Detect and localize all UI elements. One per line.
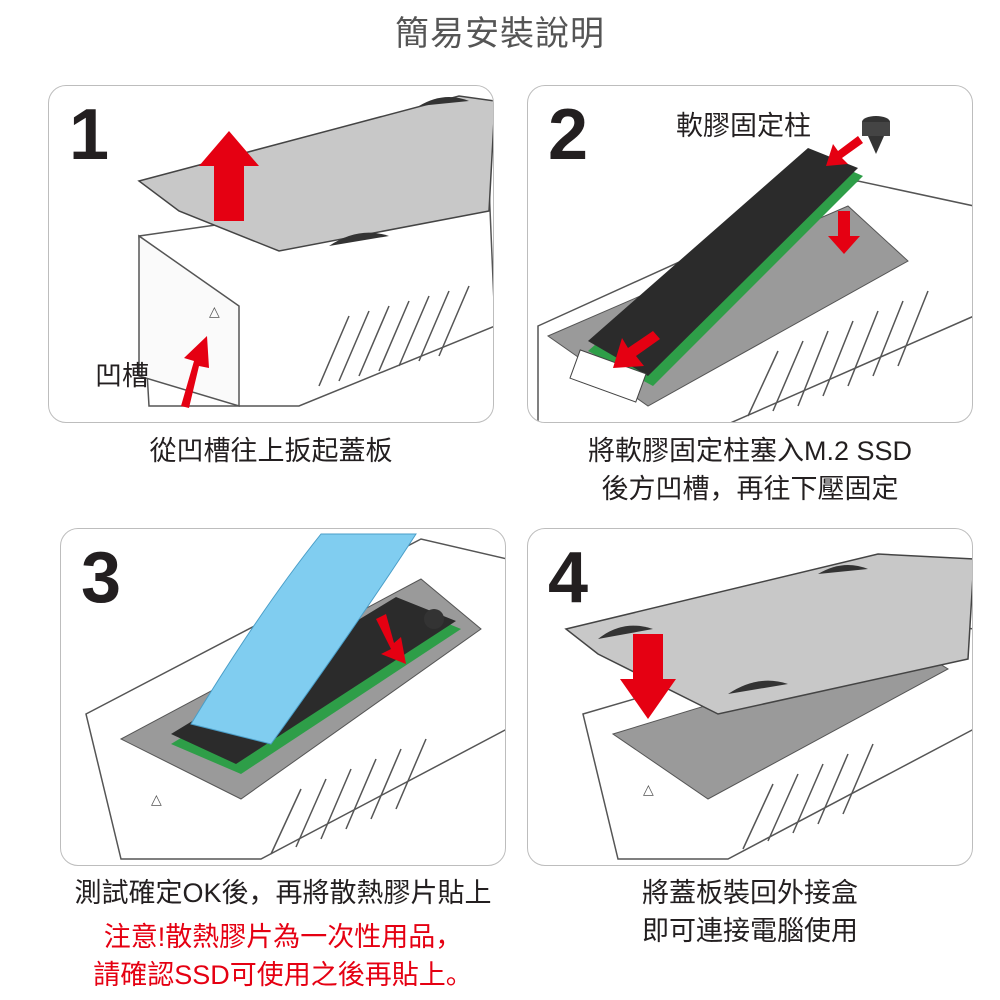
step-number: 2 [548, 95, 589, 175]
svg-text:△: △ [151, 791, 162, 807]
page-title: 簡易安裝說明 [395, 15, 605, 53]
arrow-icon [826, 136, 863, 166]
notch-label: 凹槽 [95, 361, 149, 391]
step-2-illustration [537, 116, 972, 422]
caption-line: 將蓋板裝回外接盒 [642, 878, 858, 908]
note-line: 請確認SSD可使用之後再貼上。 [93, 960, 473, 990]
step-3-illustration: △ [85, 533, 505, 860]
step-4-illustration: △ [564, 553, 972, 860]
step-number: 4 [548, 538, 589, 618]
step-number: 1 [69, 95, 110, 175]
step-2-panel: 2 軟膠固定柱 [527, 85, 973, 423]
caption-line: 從凹槽往上扳起蓋板 [149, 436, 393, 466]
arrow-up-icon [199, 131, 259, 221]
step-3-panel: △ 3 [60, 528, 506, 866]
step-3-caption: 測試確定OK後，再將散熱膠片貼上 [40, 874, 526, 912]
note-line: 注意!散熱膠片為一次性用品， [103, 922, 463, 952]
arrow-down-icon [376, 614, 406, 664]
step-1-illustration: △ [137, 95, 493, 408]
caption-line: 後方凹槽，再往下壓固定 [601, 474, 899, 504]
rubber-post-label: 軟膠固定柱 [676, 111, 811, 141]
step-4-caption: 將蓋板裝回外接盒 即可連接電腦使用 [527, 874, 973, 950]
caption-line: 即可連接電腦使用 [642, 916, 858, 946]
step-1-caption: 從凹槽往上扳起蓋板 [48, 432, 494, 470]
arrow-up-icon [181, 336, 209, 408]
arrow-icon [613, 331, 660, 368]
step-4-panel: △ 4 [527, 528, 973, 866]
step-3-note: 注意!散熱膠片為一次性用品， 請確認SSD可使用之後再貼上。 [40, 918, 526, 994]
step-number: 3 [81, 538, 122, 618]
arrow-icon [828, 211, 860, 254]
svg-text:△: △ [643, 781, 654, 797]
svg-text:△: △ [209, 303, 220, 319]
caption-line: 測試確定OK後，再將散熱膠片貼上 [74, 878, 492, 908]
caption-line: 將軟膠固定柱塞入M.2 SSD [587, 436, 913, 466]
rubber-post-icon [862, 116, 890, 154]
step-2-caption: 將軟膠固定柱塞入M.2 SSD 後方凹槽，再往下壓固定 [527, 432, 973, 508]
arrow-down-icon [620, 634, 676, 719]
step-1-panel: △ 1 凹槽 [48, 85, 494, 423]
